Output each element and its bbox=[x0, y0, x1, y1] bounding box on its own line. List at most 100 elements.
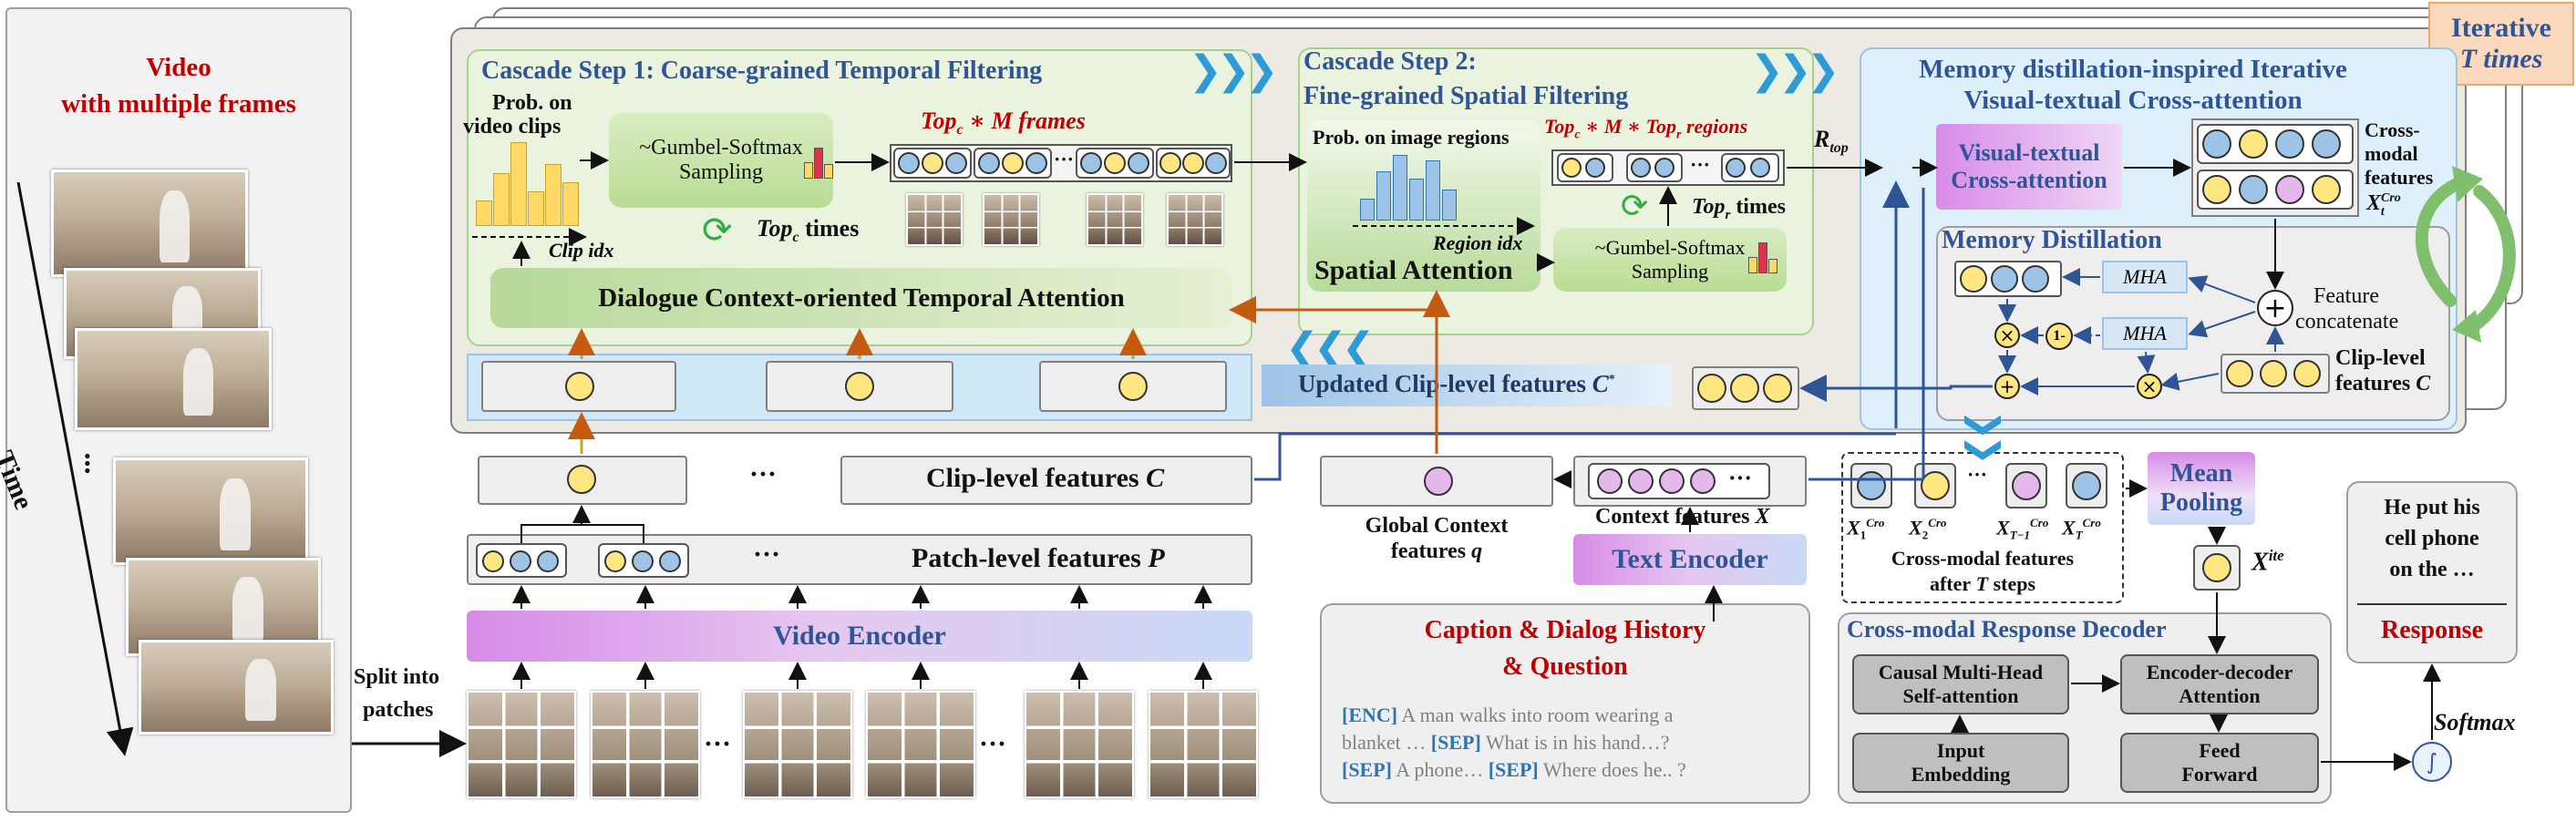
sampling-icon bbox=[1747, 231, 1779, 277]
xcro-dot-2 bbox=[1921, 471, 1950, 500]
memory-clip-text: features bbox=[2335, 372, 2411, 396]
region-prob-bar bbox=[1360, 199, 1375, 221]
clip-strip-dot bbox=[845, 372, 874, 401]
cross-token-dot bbox=[2275, 129, 2304, 159]
clip-prob-bar bbox=[476, 200, 492, 226]
cross-var: X bbox=[2366, 191, 2382, 215]
caption-title-2: & Question bbox=[1502, 652, 1628, 681]
cross-token-dot bbox=[2239, 129, 2268, 159]
encdec-line-1: Encoder-decoder bbox=[2146, 661, 2293, 683]
sampling-icon-bar-2 bbox=[1758, 242, 1767, 273]
video-frame-6 bbox=[139, 640, 334, 735]
updated-clip-star: * bbox=[1608, 373, 1615, 386]
patch-features-ellipsis: ··· bbox=[753, 539, 781, 570]
xcro-dot-3 bbox=[2012, 471, 2041, 500]
spatial-attention-box bbox=[1307, 120, 1540, 292]
region-token-dot bbox=[1631, 158, 1651, 178]
patch-group-2 bbox=[598, 543, 689, 578]
cascade-step-1-title: Cascade Step 1: Coarse-grained Temporal … bbox=[481, 57, 1043, 85]
causal-self-attention: Causal Multi-Head Self-attention bbox=[1852, 654, 2069, 714]
sep-tag: [SEP] bbox=[1342, 758, 1392, 781]
dialogue-temporal-attention: Dialogue Context-oriented Temporal Atten… bbox=[490, 268, 1232, 328]
vt-cross-line-1: Visual-textual bbox=[1958, 139, 2100, 166]
memory-clip-dot bbox=[2293, 360, 2321, 387]
sep-tag: [SEP] bbox=[1488, 758, 1539, 781]
gumbel-1-line-1: ~Gumbel-Softmax bbox=[639, 136, 803, 159]
memory-clip-dot bbox=[2226, 360, 2253, 387]
response-text-3: on the … bbox=[2389, 558, 2475, 581]
patch-features-var: P bbox=[1148, 543, 1165, 573]
global-context-label-1: Global Context bbox=[1365, 514, 1509, 538]
mha-block-2: MHA bbox=[2102, 317, 2188, 350]
topc-m-frames: Topc ∗ M frames bbox=[921, 108, 1086, 139]
xcro-sub-2: 2 bbox=[1922, 528, 1929, 542]
response-text-1: He put his bbox=[2384, 496, 2480, 519]
frame-token-dot bbox=[978, 152, 1000, 174]
cross-modal-label-3: features bbox=[2365, 166, 2434, 189]
frame-token-dot bbox=[1080, 152, 1102, 174]
xcro-label-4: XTCro bbox=[2062, 516, 2101, 543]
clip-features-var: C bbox=[1146, 463, 1165, 493]
gumbel-sampling-2: ~Gumbel-Softmax Sampling bbox=[1553, 228, 1787, 292]
add-circle-icon: + bbox=[1994, 374, 2020, 399]
caption-dialog-panel bbox=[1320, 603, 1810, 804]
mean-pooling-2: Pooling bbox=[2159, 488, 2243, 517]
text-encoder: Text Encoder bbox=[1573, 534, 1807, 585]
cascade-step-2-title-2: Fine-grained Spatial Filtering bbox=[1303, 82, 1629, 110]
xcro-sub-1: 1 bbox=[1860, 528, 1867, 542]
feed-forward: Feed Forward bbox=[2120, 733, 2319, 793]
patch-grid-4 bbox=[866, 691, 975, 798]
context-token-dot bbox=[1659, 468, 1685, 494]
frame-token-dot bbox=[898, 152, 920, 174]
xcro-label-2: X2Cro bbox=[1909, 516, 1946, 543]
refresh-icon: ⟳ bbox=[702, 210, 733, 252]
regions-sub-1: c bbox=[1574, 128, 1581, 142]
updated-clip-dot bbox=[1697, 374, 1726, 403]
frame-token-dot bbox=[1128, 152, 1149, 174]
caption-line-1-text: A man walks into room wearing a bbox=[1397, 704, 1674, 726]
feature-concat-2: concatenate bbox=[2295, 310, 2399, 334]
regions-rest: regions bbox=[1681, 115, 1748, 138]
iterative-line-1: Iterative bbox=[2451, 13, 2551, 43]
topr-rest: times bbox=[1730, 195, 1786, 219]
cross-token-dot bbox=[2239, 175, 2268, 204]
one-minus-circle: 1- bbox=[2045, 323, 2073, 350]
topr-sub: r bbox=[1725, 207, 1731, 222]
vt-cross-line-2: Cross-attention bbox=[1951, 167, 2107, 193]
xcro-sup-2: Cro bbox=[1928, 516, 1947, 529]
cross-token-dot bbox=[2202, 175, 2231, 204]
xcro-var-4: X bbox=[2062, 516, 2076, 539]
sep-tag: [SEP] bbox=[1430, 731, 1481, 754]
prob-video-clips-2: video clips bbox=[463, 115, 562, 139]
response-panel bbox=[2346, 481, 2518, 663]
memory-title-1: Memory distillation-inspired Iterative bbox=[1919, 55, 2347, 84]
patch-features-text: Patch-level features bbox=[912, 543, 1141, 573]
frame-token-dot bbox=[1002, 152, 1024, 174]
clip-prob-bar bbox=[528, 191, 544, 226]
input-embedding: Input Embedding bbox=[1852, 733, 2069, 793]
xite-sup: ite bbox=[2268, 547, 2284, 564]
softmax-sigmoid-icon: ∫ bbox=[2412, 742, 2452, 782]
xcro-caption-steps: steps bbox=[1993, 572, 2036, 595]
region-token-dot bbox=[1750, 158, 1770, 178]
chevron-right-icon: ❯❯❯ bbox=[1189, 47, 1279, 94]
context-features-label: Context features X bbox=[1595, 505, 1770, 529]
xcro-caption-after: after bbox=[1929, 572, 1972, 595]
xcro-label-1: X1Cro bbox=[1847, 516, 1884, 543]
cross-modal-var: XCrot bbox=[2366, 191, 2401, 220]
clip-level-features bbox=[840, 456, 1252, 505]
xcro-caption-1: Cross-modal features bbox=[1891, 547, 2075, 570]
topc-m-sub: c bbox=[956, 122, 963, 139]
video-frame-4 bbox=[113, 457, 308, 565]
region-prob-bar bbox=[1409, 179, 1424, 221]
response-decoder-title: Cross-modal Response Decoder bbox=[1847, 616, 2167, 642]
sampling-icon bbox=[802, 137, 835, 182]
patch-grid-6 bbox=[1149, 691, 1258, 798]
patch-group-1 bbox=[476, 543, 567, 578]
clip-prob-bar bbox=[545, 164, 562, 226]
memory-clip-label-2: features C bbox=[2335, 372, 2430, 396]
video-frame-3 bbox=[75, 328, 272, 430]
xcro-caption-t: T bbox=[1975, 572, 1989, 595]
topc-times-sub: c bbox=[792, 230, 799, 246]
region-prob-bar bbox=[1393, 155, 1407, 221]
